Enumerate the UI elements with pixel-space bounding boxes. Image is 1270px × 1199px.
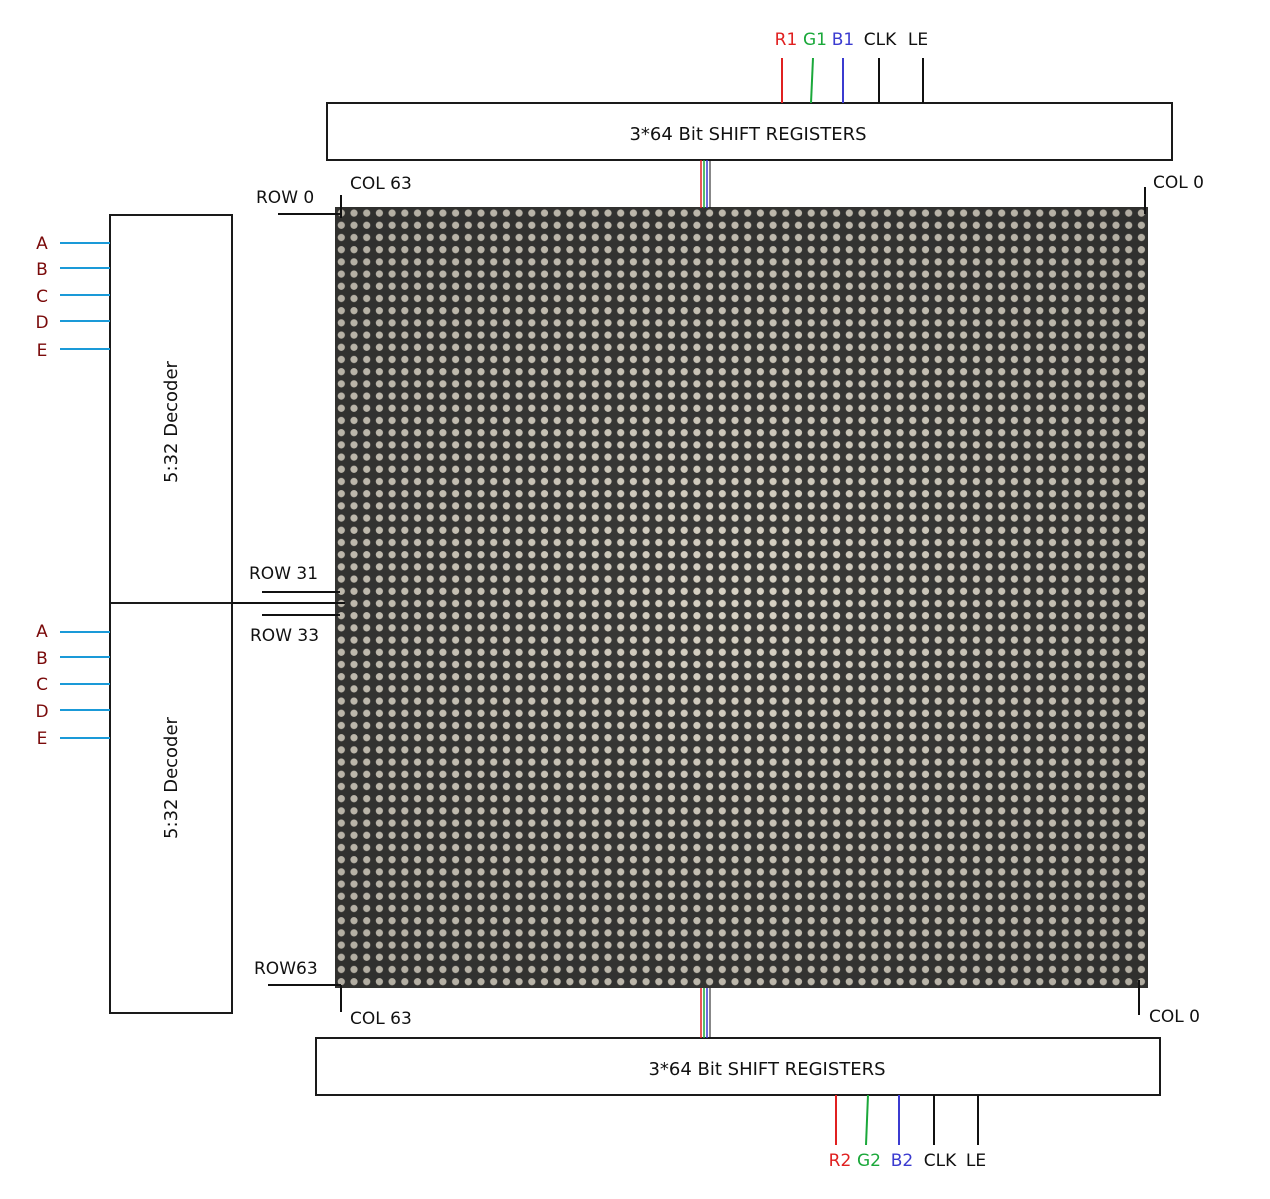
led-panel — [335, 207, 1148, 988]
decoder-lower-pin-e: E — [37, 729, 48, 749]
pin-label-b1: B1 — [832, 30, 854, 50]
decoder-output-wires — [232, 591, 345, 616]
row-63-label: ROW63 — [254, 959, 318, 979]
pin-label-r1: R1 — [775, 30, 798, 50]
decoder-lower-pin-c: C — [36, 675, 48, 695]
pin-label-clk-top: CLK — [864, 30, 897, 50]
pin-label-r2: R2 — [829, 1151, 852, 1171]
pin-label-g2: G2 — [857, 1151, 881, 1171]
decoder-upper-pins: A B C D E — [35, 234, 110, 361]
col-0-top-label: COL 0 — [1153, 173, 1204, 193]
row-33-label: ROW 33 — [250, 626, 319, 646]
pin-label-g1: G1 — [803, 30, 827, 50]
top-shift-register: 3*64 Bit SHIFT REGISTERS — [326, 102, 1173, 161]
panel-labels: ROW 0 COL 63 COL 0 ROW 31 ROW 33 ROW63 C… — [249, 173, 1204, 1029]
decoder-upper-pin-b: B — [36, 260, 48, 280]
bottom-register-pins: R2 G2 B2 CLK LE — [829, 1094, 986, 1171]
decoder-upper-pin-e: E — [37, 341, 48, 361]
decoder-upper-label: 5:32 Decoder — [161, 360, 182, 482]
top-shift-register-label: 3*64 Bit SHIFT REGISTERS — [629, 124, 866, 145]
decoder-lower-pin-a: A — [36, 622, 48, 642]
decoder-upper: 5:32 Decoder — [109, 214, 233, 604]
pin-wire-g2 — [865, 1094, 869, 1146]
decoder-lower-label: 5:32 Decoder — [161, 716, 182, 838]
pin-label-le-top: LE — [908, 30, 928, 50]
decoder-upper-pin-c: C — [36, 287, 48, 307]
decoder-lower-box — [109, 602, 233, 1014]
decoder-lower: 5:32 Decoder — [109, 602, 233, 1014]
pin-wire-g1 — [810, 57, 814, 104]
led-panel-shade — [335, 207, 1148, 988]
pin-label-clk-bottom: CLK — [924, 1151, 957, 1171]
decoder-upper-box — [109, 214, 233, 604]
decoder-lower-pins: A B C D E — [35, 622, 110, 749]
bottom-shift-register: 3*64 Bit SHIFT REGISTERS — [315, 1037, 1161, 1096]
decoder-upper-pin-a: A — [36, 234, 48, 254]
top-shift-register-box — [326, 102, 1173, 161]
decoder-lower-pin-d: D — [35, 702, 48, 722]
pin-label-le-bottom: LE — [966, 1151, 986, 1171]
top-rgb-bus — [700, 160, 711, 208]
col-63-bottom-label: COL 63 — [350, 1009, 412, 1029]
bottom-shift-register-box — [315, 1037, 1161, 1096]
decoder-upper-pin-d: D — [35, 313, 48, 333]
row-31-label: ROW 31 — [249, 564, 318, 584]
bottom-rgb-bus — [700, 988, 711, 1038]
pin-label-b2: B2 — [891, 1151, 913, 1171]
panel-markers — [268, 187, 1146, 1015]
col-63-top-label: COL 63 — [350, 174, 412, 194]
bottom-shift-register-label: 3*64 Bit SHIFT REGISTERS — [648, 1059, 885, 1080]
row-0-label: ROW 0 — [256, 188, 314, 208]
col-0-bottom-label: COL 0 — [1149, 1007, 1200, 1027]
top-register-pins: R1 G1 B1 CLK LE — [775, 30, 928, 104]
decoder-lower-pin-b: B — [36, 649, 48, 669]
